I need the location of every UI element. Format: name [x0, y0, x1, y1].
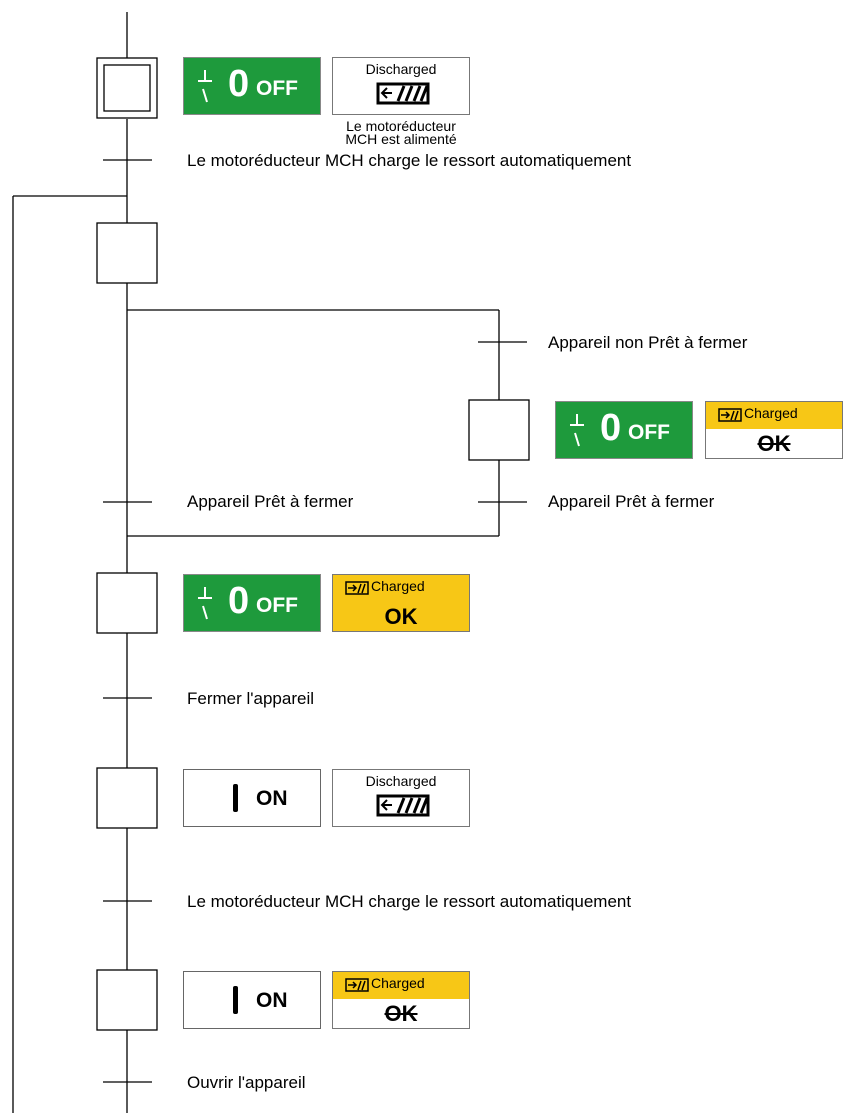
spring-discharged-icon [376, 82, 430, 105]
zero-symbol: 0 [600, 407, 622, 449]
closed-contact-icon [233, 784, 238, 812]
transition-label: Fermer l'appareil [187, 689, 315, 708]
off-indicator: 0 OFF [183, 574, 321, 632]
step-box [468, 399, 530, 461]
on-label: ON [256, 989, 288, 1012]
spring-charged-icon [345, 581, 369, 595]
open-contact-icon [198, 587, 212, 620]
off-indicator: 0 OFF [555, 401, 693, 459]
on-indicator: ON [183, 971, 321, 1029]
transition-label: Appareil non Prêt à fermer [548, 333, 748, 352]
transition-label: Appareil Prêt à fermer [187, 492, 354, 511]
discharged-label: Discharged [365, 773, 437, 789]
off-label: OFF [256, 594, 298, 617]
charged-ok-indicator: Charged OK [332, 574, 470, 632]
off-label: OFF [256, 77, 298, 100]
initial-step-inner [103, 64, 151, 112]
step-box [96, 767, 158, 829]
initial-step-outer [96, 57, 158, 119]
charged-label: Charged [371, 975, 425, 991]
ok-label-struck: OK [757, 431, 791, 456]
ok-label-struck: OK [384, 1001, 418, 1026]
closed-contact-icon [233, 986, 238, 1014]
off-indicator: 0 OFF [183, 57, 321, 115]
spring-discharged-icon [376, 794, 430, 817]
on-label: ON [256, 787, 288, 810]
off-label: OFF [628, 421, 670, 444]
transition-label: Appareil Prêt à fermer [548, 492, 715, 511]
open-contact-icon [198, 70, 212, 103]
transition-label: Le motoréducteur MCH charge le ressort a… [187, 892, 632, 911]
charged-label: Charged [371, 578, 425, 594]
zero-symbol: 0 [228, 580, 250, 622]
discharged-indicator: Discharged [332, 769, 470, 827]
spring-charged-icon [345, 978, 369, 992]
transition-label: Ouvrir l'appareil [187, 1073, 306, 1092]
step-box [96, 222, 158, 284]
transition-label: Le motoréducteur MCH charge le ressort a… [187, 151, 632, 170]
step-box [96, 969, 158, 1031]
charged-not-ok-indicator: Charged OK [705, 401, 843, 459]
spring-charged-icon [718, 408, 742, 422]
zero-symbol: 0 [228, 63, 250, 105]
charged-not-ok-indicator: Charged OK [332, 971, 470, 1029]
motor-powered-note: Le motoréducteur MCH est alimenté [345, 118, 457, 147]
open-contact-icon [570, 414, 584, 447]
discharged-label: Discharged [365, 61, 437, 77]
discharged-indicator: Discharged [332, 57, 470, 115]
on-indicator: ON [183, 769, 321, 827]
charged-label: Charged [744, 405, 798, 421]
ok-label: OK [384, 604, 418, 629]
step-box [96, 572, 158, 634]
